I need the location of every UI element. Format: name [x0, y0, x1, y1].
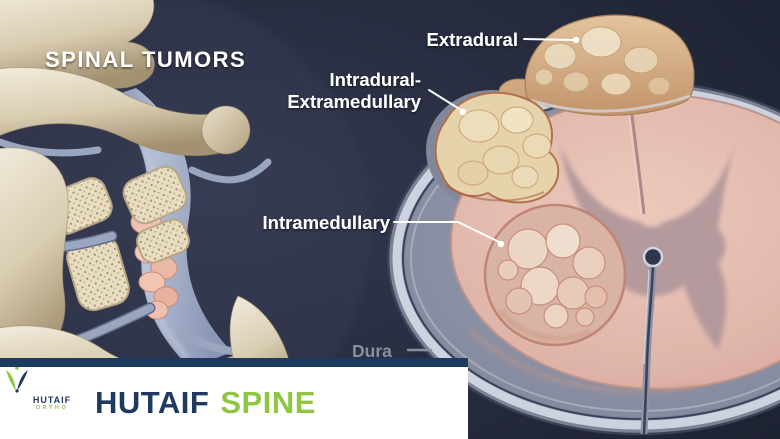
central-canal [640, 246, 664, 435]
cord-cross-section [386, 14, 780, 436]
brand-word-primary: HUTAIF [95, 385, 210, 420]
label-dura: Dura [352, 341, 392, 361]
logo-name-text: HUTAIF [32, 395, 72, 406]
extradural-leader-line [523, 36, 580, 44]
label-intramedullary: Intramedullary [263, 212, 391, 233]
leader-lines [393, 36, 580, 352]
hutaif-ortho-logo-icon [6, 367, 28, 393]
label-intradural-line1: Intradural- [330, 69, 421, 90]
intradural-extramedullary-tumor [434, 91, 560, 204]
page-title: SPINAL TUMORS [45, 47, 246, 72]
spine-lateral-illustration [0, 0, 370, 439]
vertebra-cross-sections [45, 165, 190, 312]
intradural-leader-line [428, 89, 467, 116]
label-extradural: Extradural [426, 29, 518, 50]
intramedullary-tumor [483, 203, 627, 347]
brand-banner: HUTAIF ORTHO HUTAIF SPINE [0, 358, 468, 439]
hutaif-ortho-logo: HUTAIF ORTHO [6, 367, 78, 412]
logo-subname-text: ORTHO [35, 405, 69, 412]
label-intradural-line2: Extramedullary [287, 91, 421, 112]
intramedullary-leader-line [393, 221, 505, 248]
brand-word-secondary: SPINE [220, 385, 316, 420]
brand-wordmark: HUTAIF SPINE [95, 385, 316, 421]
